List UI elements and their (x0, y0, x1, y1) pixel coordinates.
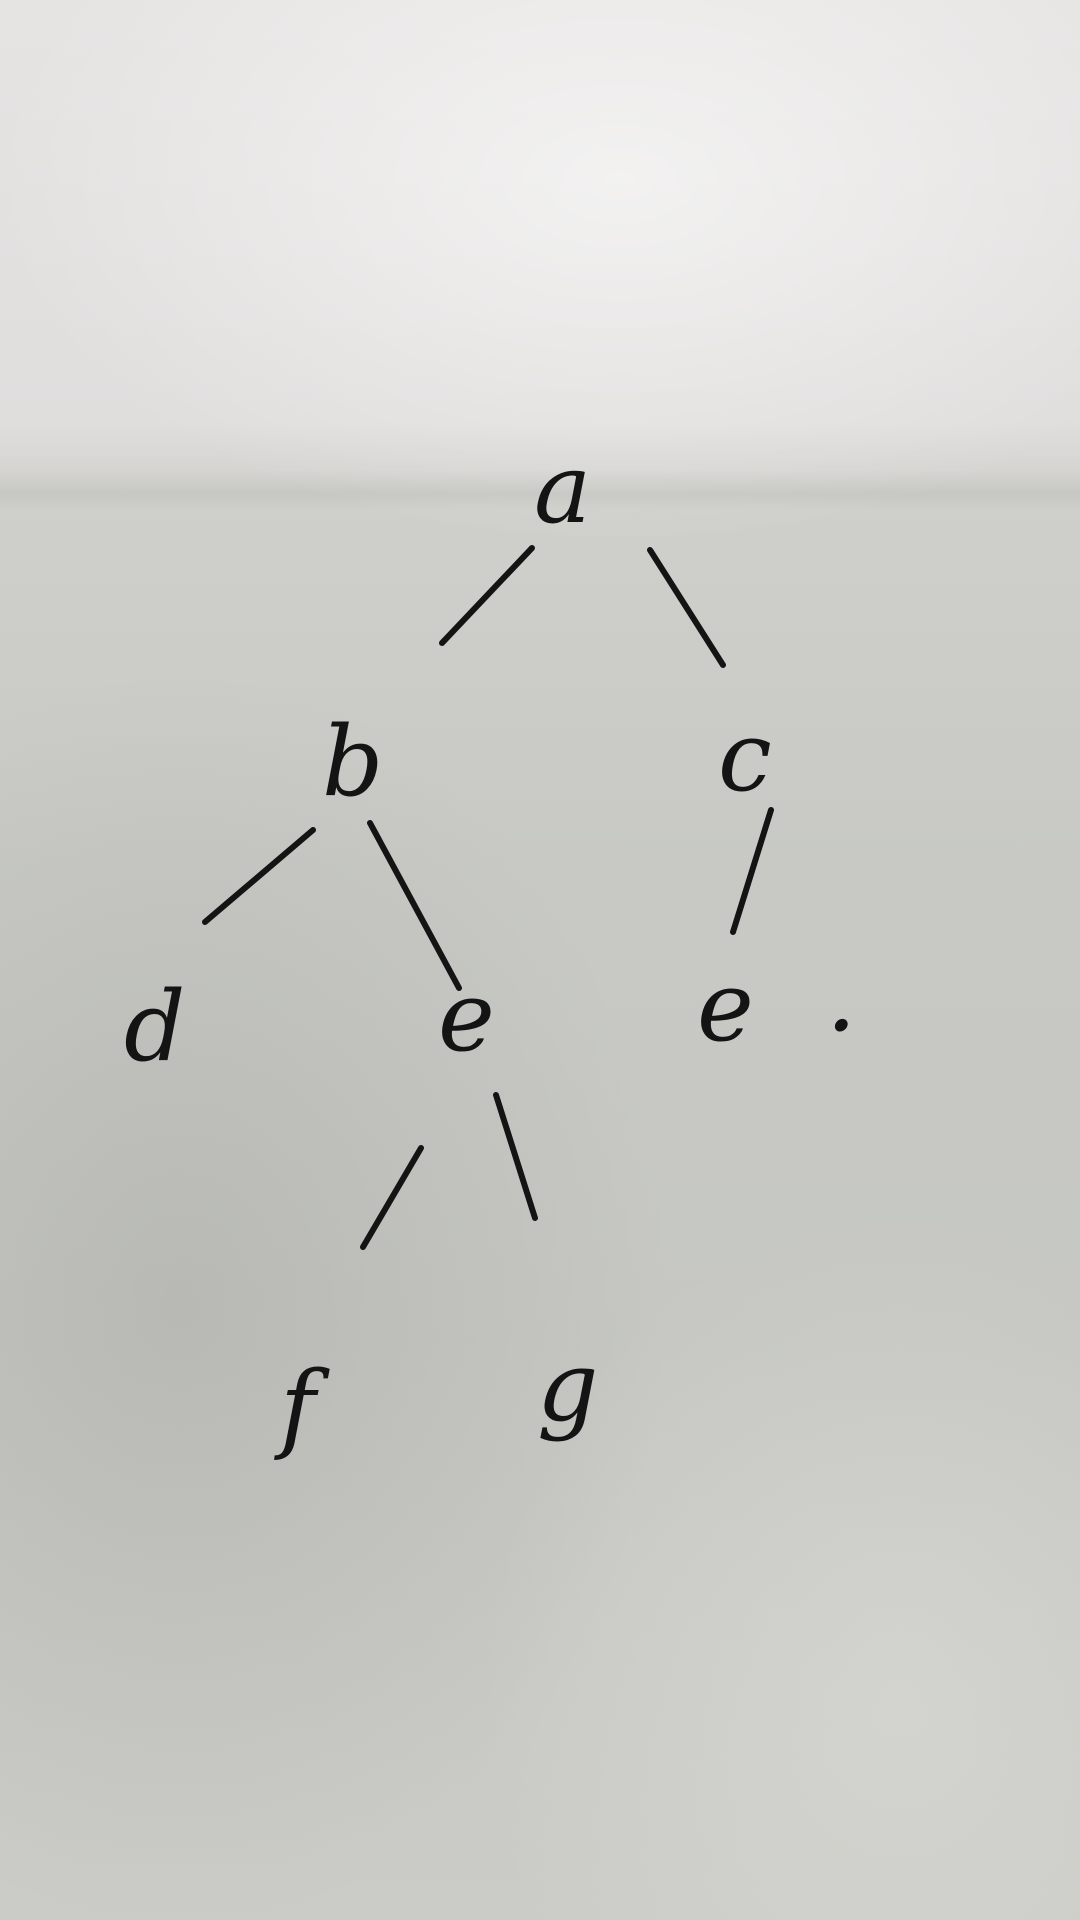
node-f: f (274, 1351, 330, 1463)
edge-a-b (439, 545, 535, 646)
edge-e-f (360, 1145, 424, 1250)
edge-b-e (367, 820, 462, 991)
node-c: c (718, 701, 772, 813)
node-e-under-c: e (697, 951, 754, 1063)
edge-c-e (730, 807, 774, 935)
trailing-mark: . (826, 941, 857, 1053)
edge-b-d (202, 827, 316, 925)
node-e-under-b: e (438, 961, 495, 1073)
node-d: d (124, 971, 185, 1083)
edge-e-g (493, 1092, 538, 1221)
node-b: b (322, 706, 383, 818)
node-a: a (534, 433, 591, 545)
paper-fold-shadow (0, 470, 1080, 510)
edge-a-c (647, 547, 726, 668)
node-g: g (537, 1331, 598, 1443)
